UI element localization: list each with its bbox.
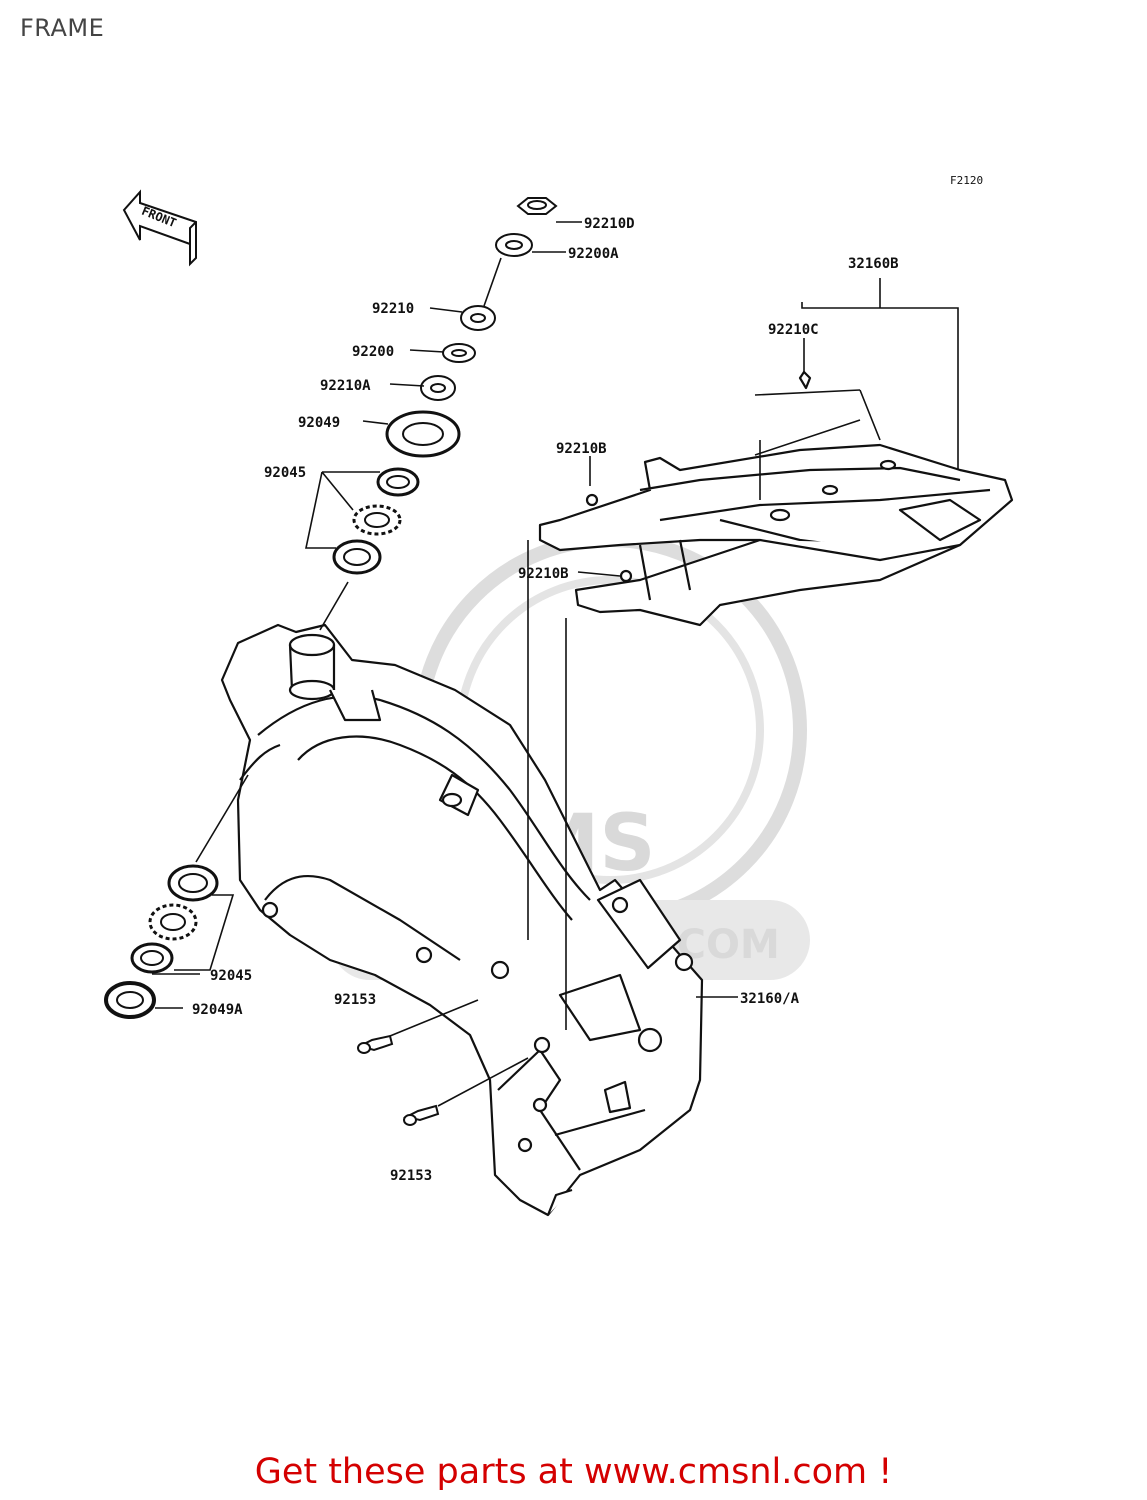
- callout-92045-top: 92045: [264, 465, 306, 481]
- callout-92049: 92049: [298, 415, 340, 431]
- callout-92210A: 92210A: [320, 378, 371, 394]
- callout-92210B-1: 92210B: [556, 441, 607, 457]
- callout-92153-2: 92153: [390, 1168, 432, 1184]
- callout-92200: 92200: [352, 344, 394, 360]
- head-pipe: [288, 633, 336, 657]
- callout-92045-bottom: 92045: [210, 968, 252, 984]
- leader-lines: [152, 221, 959, 1107]
- front-arrow-icon: FRONT: [122, 189, 197, 267]
- main-frame: [220, 623, 704, 1217]
- steering-stem-parts: [332, 197, 558, 575]
- callout-32160B: 32160B: [848, 256, 899, 272]
- callout-92210: 92210: [372, 301, 414, 317]
- footer-link[interactable]: Get these parts at www.cmsnl.com !: [254, 1452, 893, 1492]
- lower-bearing-parts: [104, 864, 219, 1019]
- rear-subframe: [538, 370, 1014, 627]
- callout-92049A: 92049A: [192, 1002, 243, 1018]
- callout-92210B-2: 92210B: [518, 566, 569, 582]
- frame-bolts: [357, 1034, 440, 1126]
- callout-92200A: 92200A: [568, 246, 619, 262]
- page-title: FRAME: [20, 14, 105, 42]
- callout-labels: 92210D 92200A 92210 92200 92210A 92049 9…: [192, 216, 899, 1184]
- callout-92210C: 92210C: [768, 322, 819, 338]
- diagram-code: F2120: [950, 174, 983, 187]
- callout-92210D: 92210D: [584, 216, 635, 232]
- callout-92153-1: 92153: [334, 992, 376, 1008]
- callout-32160A: 32160/A: [740, 991, 800, 1007]
